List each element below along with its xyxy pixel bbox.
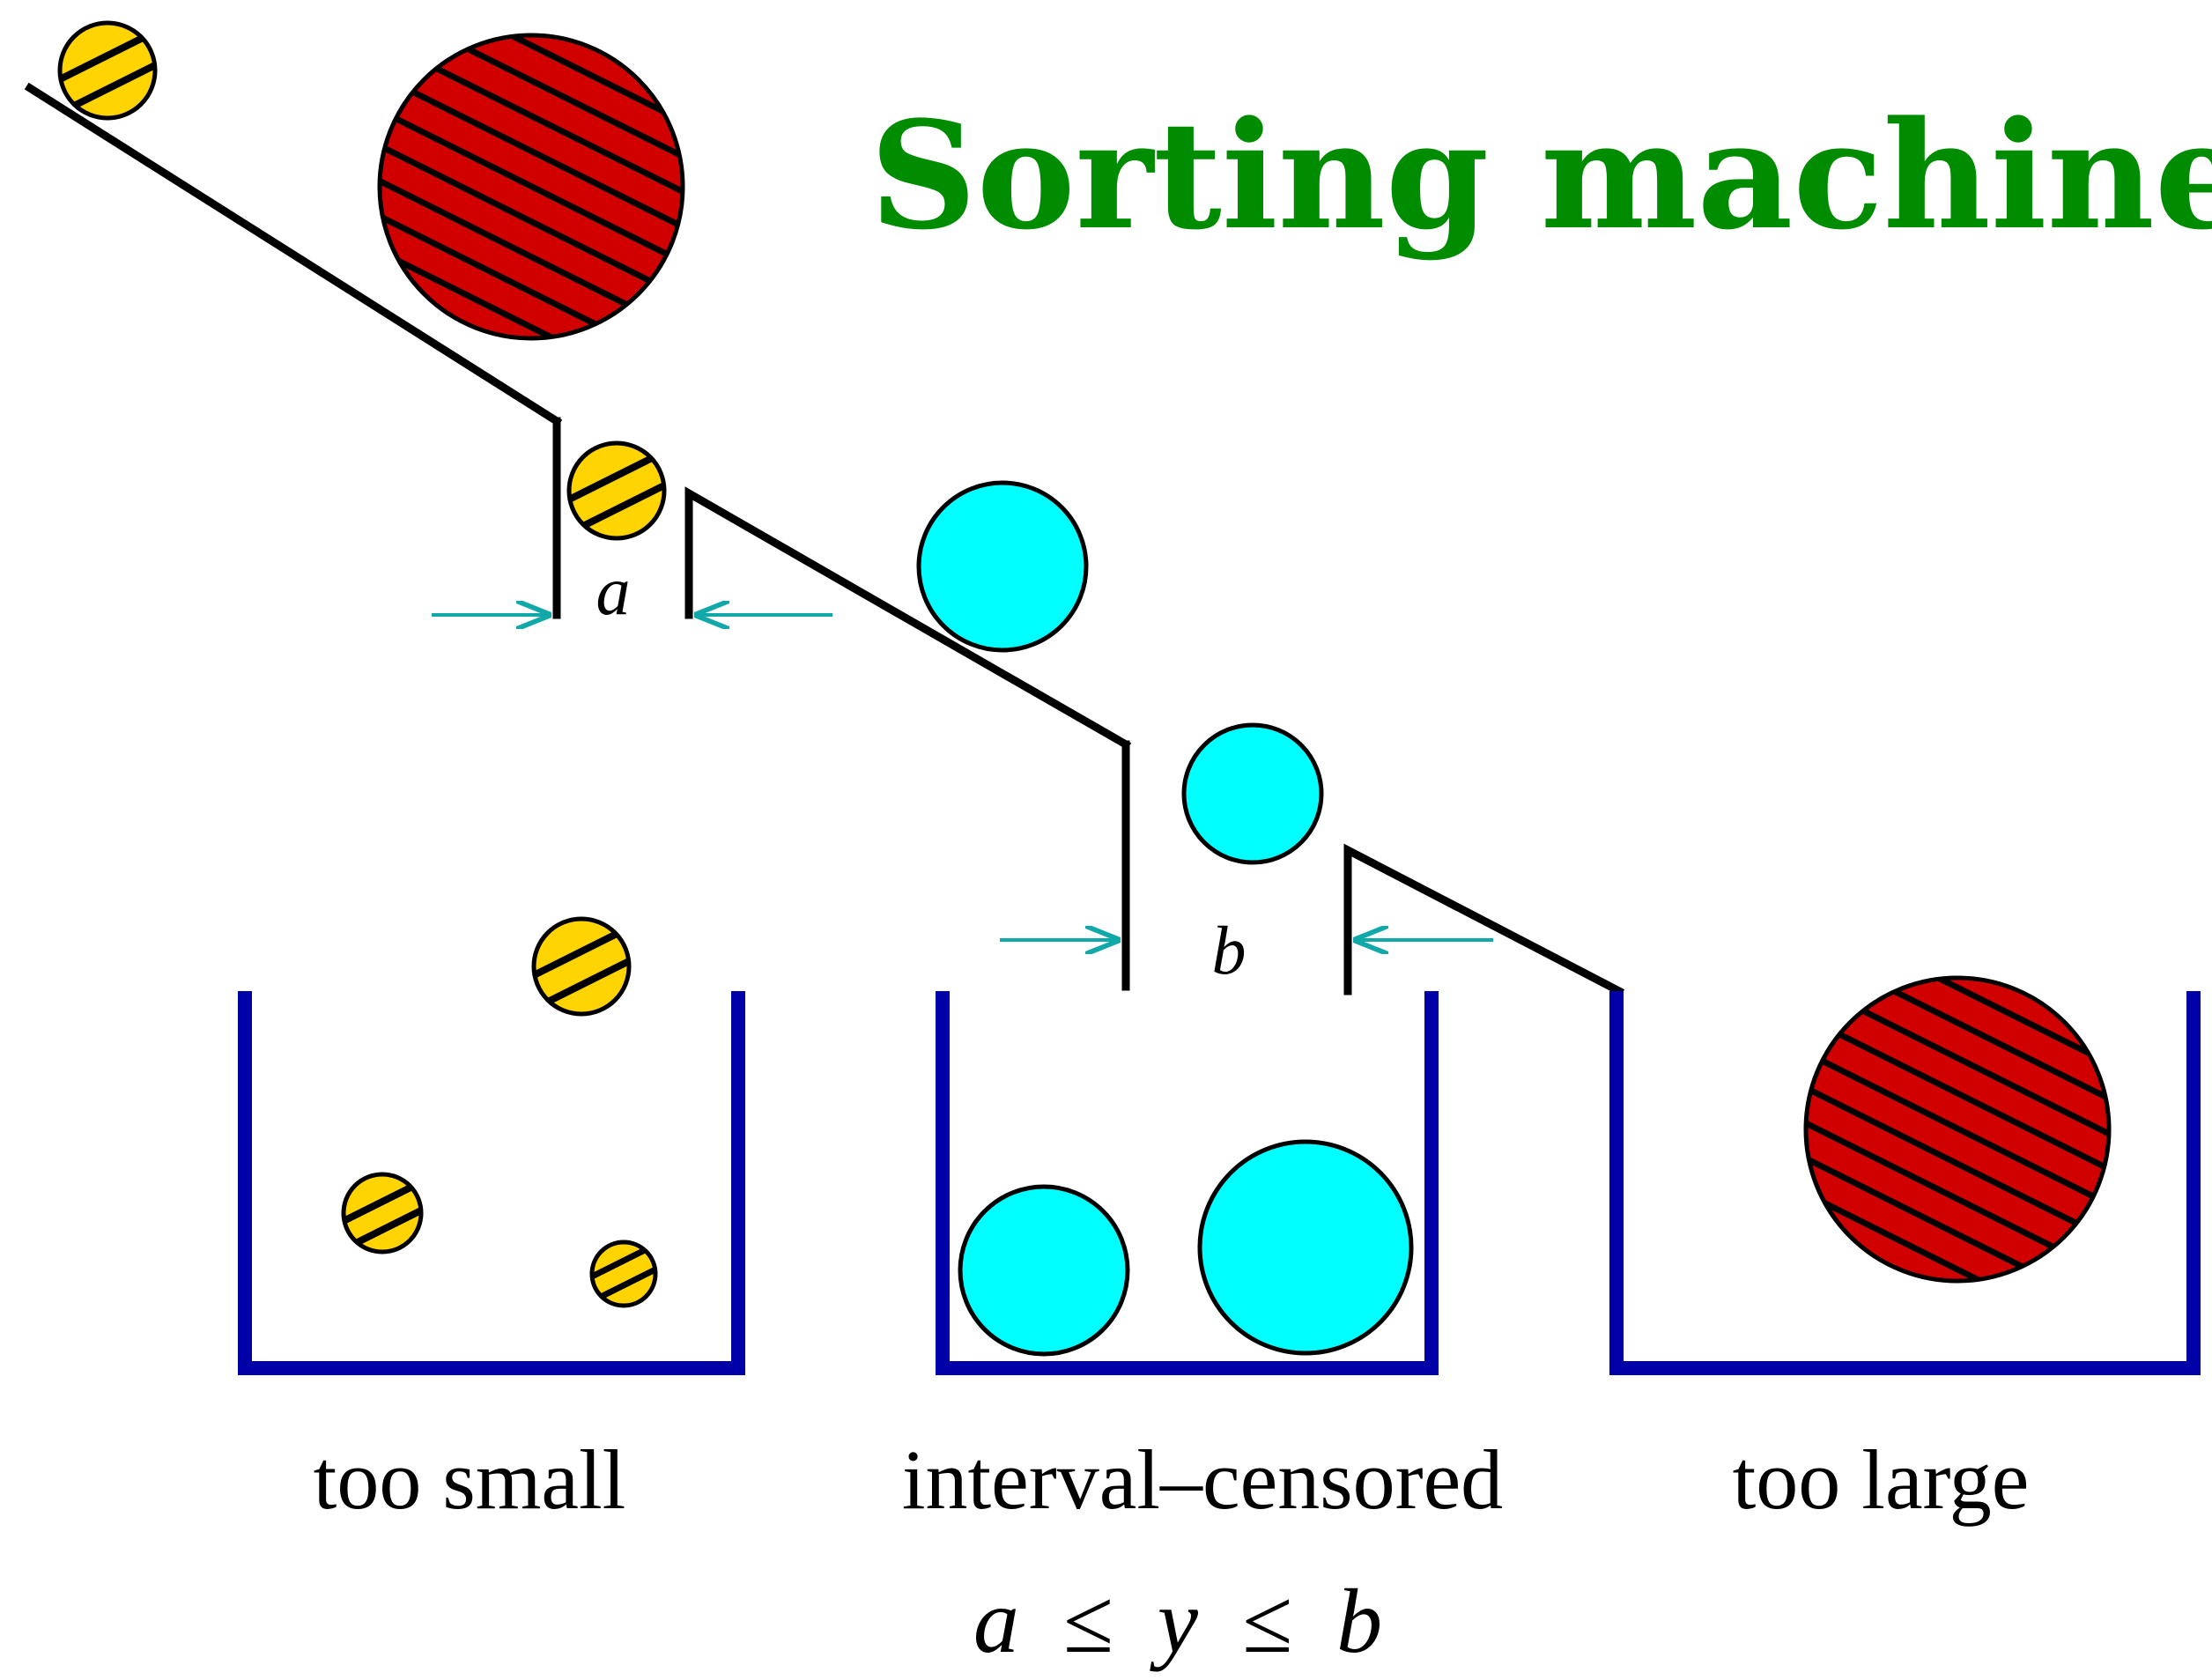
gap-label-a: a	[596, 552, 631, 629]
medium-balls	[916, 480, 1414, 1357]
medium-ball	[1181, 722, 1324, 865]
small-ball	[341, 1172, 424, 1254]
lower-ramp	[1343, 843, 1625, 997]
upper-ramp	[24, 82, 563, 427]
bin-too-large	[1609, 991, 2201, 1375]
large-ball	[1803, 975, 2112, 1284]
diagram-title: Sorting machine	[869, 88, 2212, 263]
bin-label-interval-censored: interval–censored	[902, 1432, 1503, 1527]
condition-le-2: ≤	[1242, 1571, 1292, 1672]
condition-b: b	[1336, 1571, 1382, 1672]
medium-ball	[916, 480, 1089, 653]
machine-outline	[24, 82, 1625, 997]
bin-label-too-large: too large	[1733, 1432, 2030, 1527]
small-ball	[589, 1240, 658, 1308]
condition-a: a	[973, 1571, 1019, 1672]
condition-y: y	[1150, 1571, 1199, 1672]
small-ball	[531, 916, 632, 1017]
interval-condition: a ≤ y ≤ b	[973, 1571, 1382, 1672]
middle-ramp	[684, 486, 1132, 751]
bin-too-small	[238, 991, 745, 1375]
gap-label-b: b	[1212, 912, 1247, 988]
bin-interval-censored	[936, 991, 1439, 1375]
condition-le-1: ≤	[1063, 1571, 1113, 1672]
large-balls	[377, 33, 2112, 1284]
small-ball	[57, 20, 158, 121]
gap-arrows	[432, 615, 1493, 940]
medium-ball	[1197, 1139, 1414, 1356]
small-balls	[57, 20, 667, 1308]
bin-label-too-small: too small	[314, 1432, 626, 1527]
small-ball	[566, 440, 667, 541]
bins	[238, 991, 2201, 1375]
medium-ball	[958, 1184, 1130, 1357]
